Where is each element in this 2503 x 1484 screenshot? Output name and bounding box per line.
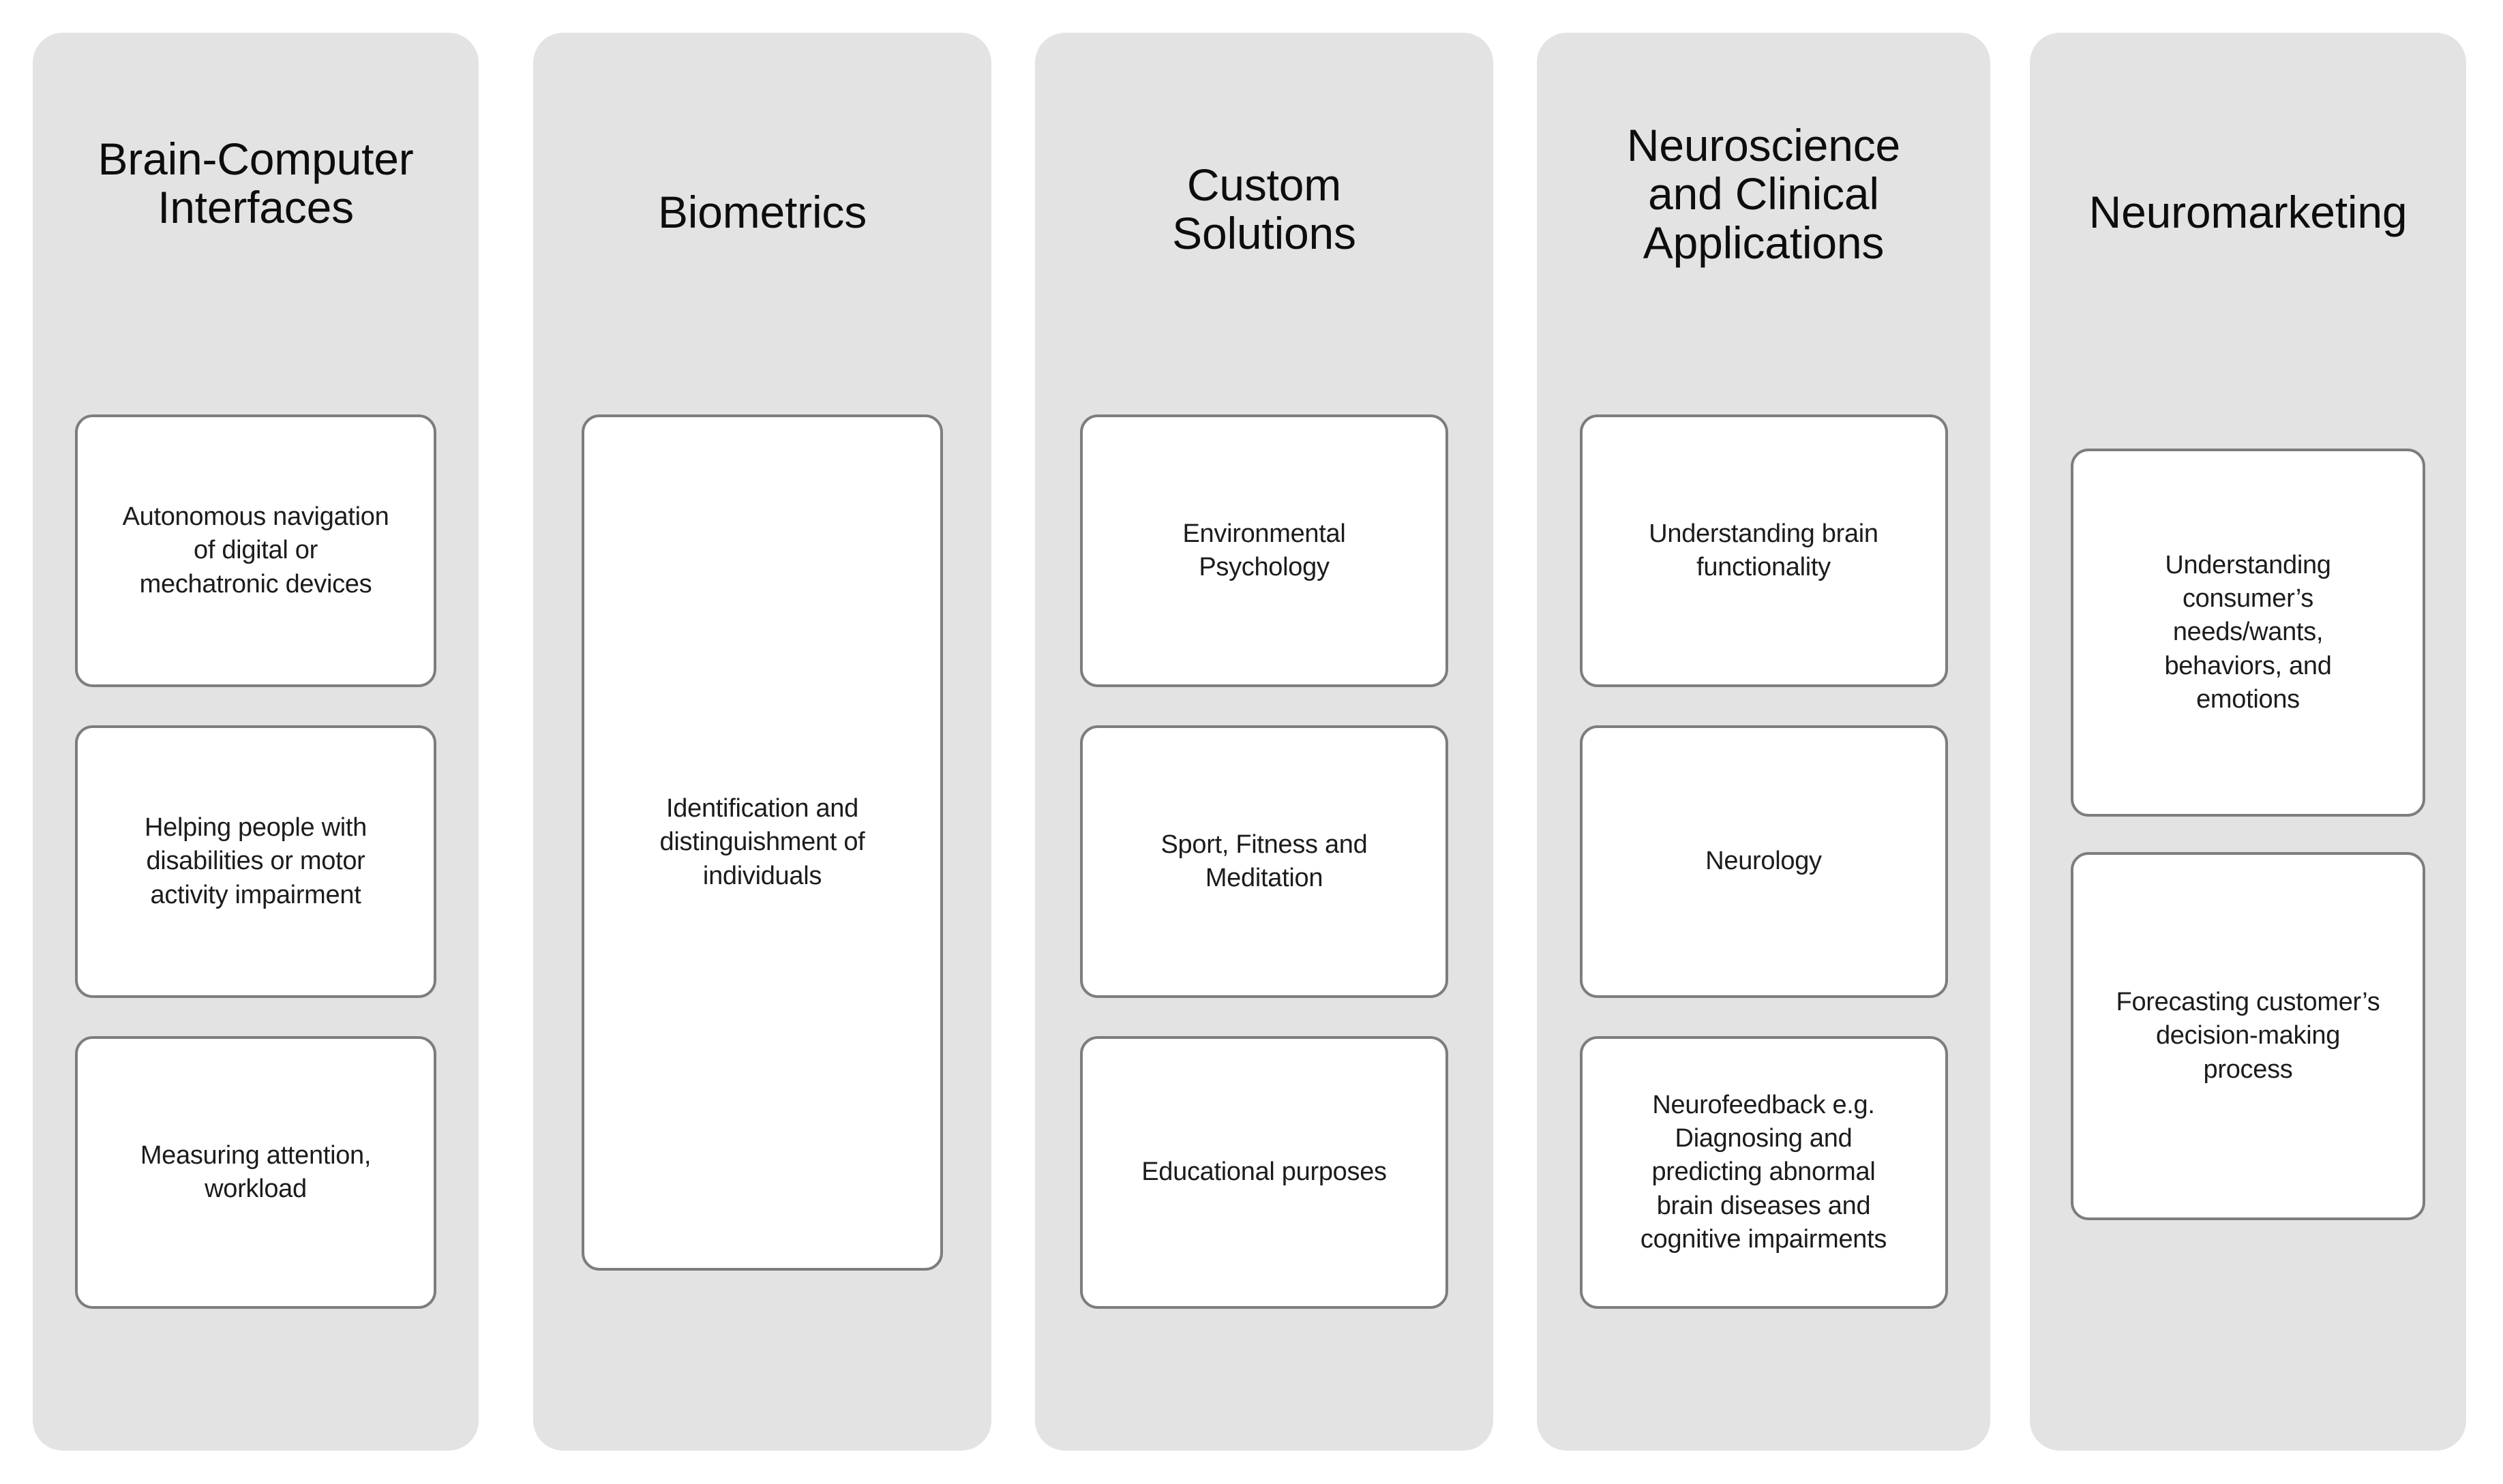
category-column-neuroscience-and-clinical-applications[interactable]: Neuroscience and Clinical Applications U… bbox=[1537, 33, 1990, 1451]
card-item[interactable]: Sport, Fitness and Meditation bbox=[1080, 725, 1448, 998]
category-columns: Brain-Computer Interfaces Autonomous nav… bbox=[27, 33, 2482, 1451]
column-header-zone: Biometrics bbox=[533, 33, 991, 414]
category-column-brain-computer-interfaces[interactable]: Brain-Computer Interfaces Autonomous nav… bbox=[33, 33, 479, 1451]
column-header-zone: Neuroscience and Clinical Applications bbox=[1537, 33, 1990, 414]
card-item[interactable]: Understanding brain functionality bbox=[1579, 414, 1948, 687]
card-item[interactable]: Forecasting customer’s decision-making p… bbox=[2071, 852, 2425, 1220]
card-item[interactable]: Understanding consumer’s needs/wants, be… bbox=[2071, 449, 2425, 817]
column-card-list: Understanding brain functionality Neurol… bbox=[1537, 414, 1990, 1451]
column-card-list: Identification and distinguishment of in… bbox=[533, 414, 991, 1451]
card-item[interactable]: Autonomous navigation of digital or mech… bbox=[75, 414, 436, 687]
column-title: Custom Solutions bbox=[1172, 160, 1356, 259]
column-title: Neuromarketing bbox=[2088, 187, 2408, 237]
card-item[interactable]: Identification and distinguishment of in… bbox=[582, 414, 943, 1271]
card-item[interactable]: Neurology bbox=[1579, 725, 1948, 998]
column-card-list: Understanding consumer’s needs/wants, be… bbox=[2030, 414, 2466, 1451]
column-header-zone: Brain-Computer Interfaces bbox=[33, 33, 479, 414]
card-item[interactable]: Measuring attention, workload bbox=[75, 1036, 436, 1309]
column-title: Brain-Computer Interfaces bbox=[98, 134, 414, 233]
card-item[interactable]: Environmental Psychology bbox=[1080, 414, 1448, 687]
card-item[interactable]: Educational purposes bbox=[1080, 1036, 1448, 1309]
category-column-biometrics[interactable]: Biometrics Identification and distinguis… bbox=[533, 33, 991, 1451]
column-header-zone: Custom Solutions bbox=[1035, 33, 1493, 414]
column-title: Biometrics bbox=[657, 187, 867, 237]
card-item[interactable]: Helping people with disabilities or moto… bbox=[75, 725, 436, 998]
column-card-list: Autonomous navigation of digital or mech… bbox=[33, 414, 479, 1451]
card-item[interactable]: Neurofeedback e.g. Diagnosing and predic… bbox=[1579, 1036, 1948, 1309]
category-column-custom-solutions[interactable]: Custom Solutions Environmental Psycholog… bbox=[1035, 33, 1493, 1451]
column-title: Neuroscience and Clinical Applications bbox=[1626, 120, 1901, 268]
column-card-list: Environmental Psychology Sport, Fitness … bbox=[1035, 414, 1493, 1451]
column-header-zone: Neuromarketing bbox=[2030, 33, 2466, 414]
category-column-neuromarketing[interactable]: Neuromarketing Understanding consumer’s … bbox=[2030, 33, 2466, 1451]
